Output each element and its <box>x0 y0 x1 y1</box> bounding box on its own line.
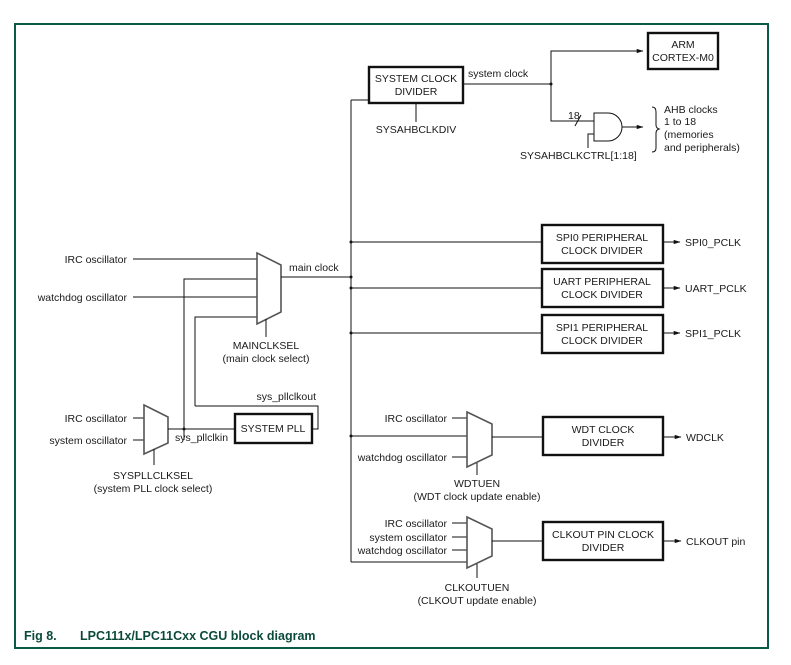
junction-dot <box>182 427 186 431</box>
spi1-line1: SPI1 PERIPHERAL <box>556 322 648 334</box>
main-clock-label: main clock <box>289 262 339 274</box>
uart-line1: UART PERIPHERAL <box>553 276 651 288</box>
ahb-note-2: 1 to 18 <box>664 116 696 128</box>
clkout-line1: CLKOUT PIN CLOCK <box>552 529 654 541</box>
pll-mux-input-sysosc: system oscillator <box>49 435 127 447</box>
arm-clock-wire <box>550 48 644 84</box>
arm-line1: ARM <box>671 39 694 51</box>
bus-width-label: 18 <box>568 110 580 122</box>
wdt-line2: DIVIDER <box>582 437 625 449</box>
sys-pllclkout-label: sys_pllclkout <box>256 391 316 403</box>
clkout-mux-input-irc: IRC oscillator <box>385 518 448 530</box>
sysahbclkctrl-label: SYSAHBCLKCTRL[1:18] <box>520 150 637 162</box>
clkoutuen-label: CLKOUTUEN <box>445 582 510 594</box>
sys-pllclkout-wire <box>195 405 319 430</box>
wdt-divider-block: WDT CLOCK DIVIDER <box>541 415 665 457</box>
uart-line2: CLOCK DIVIDER <box>561 289 643 301</box>
ahb-note-3: (memories <box>664 129 714 141</box>
spi0-pclk-label: SPI0_PCLK <box>685 237 741 249</box>
and-gate <box>593 112 623 142</box>
ahb-clock-wire <box>550 84 594 122</box>
pll-mux-input-irc: IRC oscillator <box>65 413 128 425</box>
spi0-line1: SPI0 PERIPHERAL <box>556 232 648 244</box>
clkout-clock-mux <box>466 515 493 570</box>
ahb-note-1: AHB clocks <box>664 104 718 116</box>
system-clock-divider-line2: DIVIDER <box>395 86 438 98</box>
sysahbclkdiv-label: SYSAHBCLKDIV <box>376 124 457 136</box>
junction-dot <box>349 286 353 290</box>
spi1-line2: CLOCK DIVIDER <box>561 335 643 347</box>
system-clock-divider-line1: SYSTEM CLOCK <box>375 73 457 85</box>
syspllclksel-desc: (system PLL clock select) <box>94 483 213 495</box>
junction-dot <box>349 434 353 438</box>
system-pll-label: SYSTEM PLL <box>241 423 306 435</box>
sys-pllclkin-label: sys_pllclkin <box>175 432 228 444</box>
sysahbclkctrl-line <box>587 133 594 148</box>
wdt-mux-input-irc: IRC oscillator <box>385 413 448 425</box>
system-pll-block: SYSTEM PLL <box>233 412 314 445</box>
junction-dot <box>549 82 553 86</box>
ahb-brace <box>651 106 661 153</box>
wdtuen-label: WDTUEN <box>454 478 500 490</box>
wdclk-label: WDCLK <box>686 432 724 444</box>
main-mux-input-irc: IRC oscillator <box>65 254 128 266</box>
bus-slash <box>574 114 582 127</box>
clkout-line2: DIVIDER <box>582 542 625 554</box>
junction-dot <box>349 331 353 335</box>
wdt-mux-input-watchdog: watchdog oscillator <box>357 452 448 464</box>
spi0-divider-block: SPI0 PERIPHERAL CLOCK DIVIDER <box>540 223 665 265</box>
pllin-to-main-mux-wire <box>183 278 257 440</box>
arm-cortex-m0-block: ARM CORTEX-M0 <box>646 31 720 71</box>
clkout-mux-input-sysosc: system oscillator <box>369 532 447 544</box>
ahb-note-4: and peripherals) <box>664 142 740 154</box>
mainclksel-desc: (main clock select) <box>223 353 310 365</box>
main-clock-mux <box>256 251 282 326</box>
junction-dot <box>349 275 353 279</box>
pllout-to-main-mux-wire <box>194 316 257 406</box>
clkoutuen-desc: (CLKOUT update enable) <box>418 595 537 607</box>
clkout-divider-block: CLKOUT PIN CLOCK DIVIDER <box>541 520 665 562</box>
uart-divider-block: UART PERIPHERAL CLOCK DIVIDER <box>540 267 665 309</box>
figure-frame <box>14 23 769 649</box>
wdt-line1: WDT CLOCK <box>572 424 635 436</box>
wdt-clock-mux <box>466 410 493 469</box>
system-clock-divider-block: SYSTEM CLOCK DIVIDER <box>367 65 465 105</box>
wdtuen-desc: (WDT clock update enable) <box>413 491 540 503</box>
main-mux-input-watchdog: watchdog oscillator <box>37 292 128 304</box>
spi1-pclk-label: SPI1_PCLK <box>685 328 741 340</box>
spi0-line2: CLOCK DIVIDER <box>561 245 643 257</box>
spi1-divider-block: SPI1 PERIPHERAL CLOCK DIVIDER <box>540 313 665 355</box>
figure-title: LPC111x/LPC11Cxx CGU block diagram <box>80 629 316 643</box>
mainclksel-label: MAINCLKSEL <box>233 340 300 352</box>
uart-pclk-label: UART_PCLK <box>685 283 747 295</box>
figure-number: Fig 8. <box>24 629 57 643</box>
syspllclksel-label: SYSPLLCLKSEL <box>113 470 193 482</box>
junction-dot <box>349 240 353 244</box>
clkout-mux-input-watchdog: watchdog oscillator <box>357 545 448 557</box>
system-clock-label: system clock <box>468 68 529 80</box>
arm-line2: CORTEX-M0 <box>652 52 714 64</box>
clkout-pin-label: CLKOUT pin <box>686 536 745 548</box>
syspll-clock-mux <box>143 403 169 456</box>
